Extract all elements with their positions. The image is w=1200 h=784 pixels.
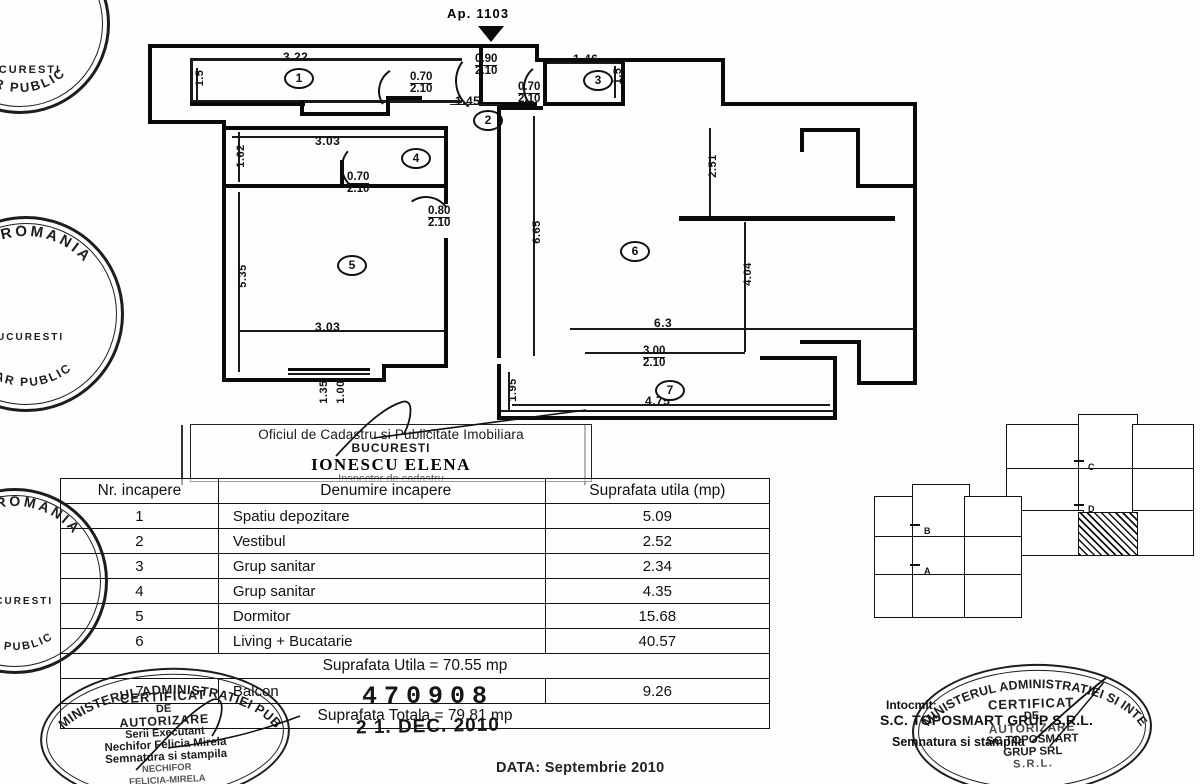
row-area: 2.34 bbox=[544, 553, 771, 579]
notary-low-city: BUCURESTI bbox=[0, 595, 54, 607]
row-name: Living + Bucatarie bbox=[217, 628, 546, 654]
total-area: Suprafata Totala = 79.81 mp bbox=[60, 703, 770, 729]
company-intocmit-label: Intocmit: bbox=[886, 698, 937, 712]
dim-room5-width: 3.03 bbox=[315, 320, 341, 334]
apartment-label: Ap. 1103 bbox=[447, 6, 510, 21]
dim-room4-height: 1.62 bbox=[235, 144, 247, 168]
keyplan-label-c: C bbox=[1088, 462, 1095, 472]
col-header-name: Denumire incapere bbox=[217, 478, 546, 504]
apartment-pointer-arrow bbox=[478, 26, 504, 42]
registration-number: 470908 bbox=[362, 682, 495, 711]
company-signature bbox=[1031, 677, 1107, 747]
room-number-7: 7 bbox=[655, 380, 685, 401]
keyplan-label-d: D bbox=[1088, 504, 1095, 514]
table-row: 3 Grup sanitar 2.34 bbox=[60, 553, 771, 579]
cadastre-office-stamp: Oficiul de Cadastru si Publicitate Imobi… bbox=[190, 424, 592, 482]
col-header-nr: Nr. incapere bbox=[60, 478, 219, 504]
row-area: 2.52 bbox=[544, 528, 771, 554]
dim-room6-right-v: 4.04 bbox=[742, 262, 754, 286]
keyplan-label-a: A bbox=[924, 566, 931, 576]
room-schedule-table: Nr. incapere Denumire incapere Suprafata… bbox=[60, 478, 771, 729]
dim-room6-inner-v: 2.51 bbox=[707, 154, 719, 178]
company-stamp: MINISTERUL ADMINISTRATIEI SI INTERNELOR … bbox=[909, 659, 1155, 784]
table-total-row: Suprafata Totala = 79.81 mp bbox=[60, 703, 770, 729]
row-name: Grup sanitar bbox=[217, 578, 546, 604]
row-area: 9.26 bbox=[544, 678, 771, 704]
row-name: Dormitor bbox=[217, 603, 546, 629]
dim-room1-height: 1.5 bbox=[194, 69, 206, 87]
table-row: 4 Grup sanitar 4.35 bbox=[60, 578, 771, 604]
dim-vestibul-width: 1.45 bbox=[455, 94, 481, 108]
dim-room6-width: 6.3 bbox=[654, 316, 673, 330]
authorization-signature bbox=[135, 698, 301, 771]
table-row: 1 Spatiu depozitare 5.09 bbox=[60, 503, 771, 529]
dim-room3-width: 1.46 bbox=[573, 52, 599, 66]
notary-stamp-top: NOTAR PUBLIC BUCURESTI bbox=[0, 0, 110, 114]
room-number-6: 6 bbox=[620, 241, 650, 262]
dim-window-a: 1.35 bbox=[318, 380, 330, 404]
cadastre-inspector-name: IONESCU ELENA bbox=[311, 455, 471, 474]
document-date: DATA: Septembrie 2010 bbox=[496, 760, 665, 776]
row-area: 5.09 bbox=[544, 503, 771, 529]
dim-room6-height: 6.65 bbox=[531, 220, 543, 244]
inspector-signature bbox=[335, 400, 587, 457]
notary-mid-city: BUCURESTI bbox=[0, 331, 65, 343]
row-name: Grup sanitar bbox=[217, 553, 546, 579]
cadastre-inspector-title: Inspector de cadastru bbox=[191, 473, 591, 481]
row-name: Spatiu depozitare bbox=[217, 503, 546, 529]
room-number-4: 4 bbox=[401, 148, 431, 169]
dim-room5-height: 5.35 bbox=[237, 264, 249, 288]
highlighted-apartment bbox=[1078, 512, 1138, 556]
cadastre-office-line: Oficiul de Cadastru si Publicitate Imobi… bbox=[258, 427, 524, 442]
room-number-3: 3 bbox=[583, 70, 613, 91]
notary-stamp-middle: ROMANIA NOTAR PUBLIC BUCURESTI bbox=[0, 216, 124, 412]
subtotal-useful-area: Suprafata Utila = 70.55 mp bbox=[60, 653, 770, 679]
registration-date: 2 1. DEC. 2010 bbox=[355, 714, 501, 739]
table-row: 2 Vestibul 2.52 bbox=[60, 528, 771, 554]
notary-stamp-lower: ROMANIA NOTAR PUBLIC BUCURESTI bbox=[0, 488, 108, 674]
keyplan-label-b: B bbox=[924, 526, 931, 536]
row-nr: 7 bbox=[60, 678, 219, 704]
row-area: 4.35 bbox=[544, 578, 771, 604]
dim-room4-width: 3.03 bbox=[315, 134, 341, 148]
notary-top-city: BUCURESTI bbox=[0, 63, 62, 76]
room-number-1: 1 bbox=[284, 68, 314, 89]
company-l9: S.R.L. bbox=[1012, 757, 1054, 771]
room-number-5: 5 bbox=[337, 255, 367, 276]
cadastre-tick-left bbox=[181, 425, 183, 485]
table-row: 5 Dormitor 15.68 bbox=[60, 603, 771, 629]
dim-room1-width: 3.22 bbox=[283, 50, 309, 64]
authorization-stamp: MINISTERUL ADMINISTRATIEI PUBLICE CERTIF… bbox=[36, 661, 294, 784]
table-row: 6 Living + Bucatarie 40.57 bbox=[60, 628, 771, 654]
dim-room3-height: 1.5 bbox=[612, 67, 624, 85]
table-subtotal-row: Suprafata Utila = 70.55 mp bbox=[60, 653, 770, 679]
row-area: 40.57 bbox=[544, 628, 771, 654]
table-header-row: Nr. incapere Denumire incapere Suprafata… bbox=[60, 478, 771, 504]
row-area: 15.68 bbox=[544, 603, 771, 629]
company-signature-label: Semnatura si stampila bbox=[892, 735, 1025, 749]
cadastre-city: BUCURESTI bbox=[351, 441, 431, 455]
row-name: Vestibul bbox=[217, 528, 546, 554]
col-header-area: Suprafata utila (mp) bbox=[544, 478, 771, 504]
room-number-2: 2 bbox=[473, 110, 503, 131]
company-name-line: S.C. TOPOSMART GRUP S.R.L. bbox=[880, 712, 1094, 728]
